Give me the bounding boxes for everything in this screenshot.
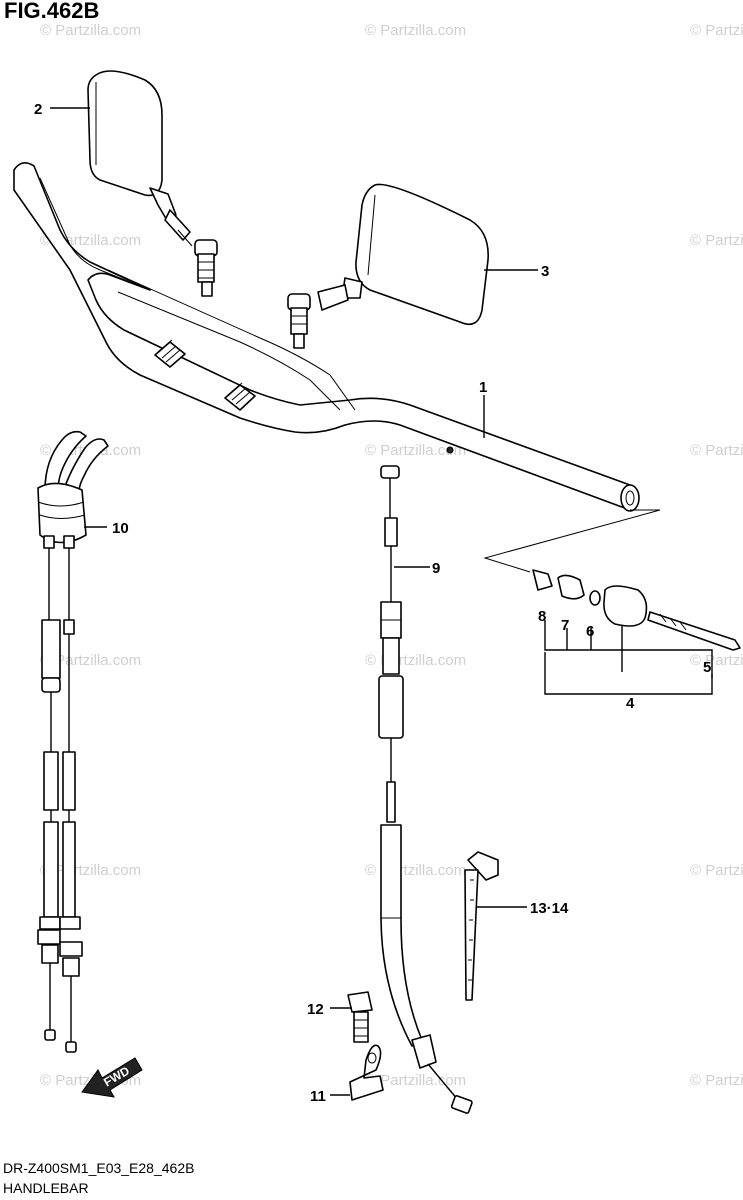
watermark: © Partzilla.com	[690, 442, 743, 459]
callout-12: 12	[307, 1001, 324, 1018]
callout-4: 4	[626, 695, 635, 712]
watermark: © Partzilla.com	[690, 22, 743, 39]
bar-end-assembly[interactable]	[483, 509, 741, 651]
watermark: © Partzilla.com	[365, 22, 466, 39]
callout-1: 1	[479, 379, 487, 396]
figure-title: FIG.462B	[4, 0, 100, 23]
bar-end-nut	[532, 569, 553, 591]
callout-2: 2	[34, 101, 42, 118]
watermark: © Partzilla.com	[365, 442, 466, 459]
mirror-right[interactable]	[287, 183, 489, 349]
callout-11: 11	[310, 1088, 326, 1105]
leader-lines	[50, 107, 713, 1096]
bar-end-spacer	[557, 574, 585, 600]
cable-center[interactable]	[378, 465, 473, 1114]
callout-8: 8	[538, 608, 546, 625]
section-title: HANDLEBAR	[3, 1180, 89, 1196]
clamp-bolt[interactable]	[347, 991, 373, 1043]
callout-3: 3	[541, 263, 549, 280]
callouts: 2 3 1 10 9 8 7 6 5 4 13·14 12 11	[34, 101, 711, 1105]
cable-clamp[interactable]	[349, 1044, 384, 1101]
bar-end-weight	[603, 585, 648, 627]
callout-13-14: 13·14	[530, 900, 569, 917]
watermark: © Partzilla.com	[365, 862, 466, 879]
watermark: © Partzilla.com	[365, 1072, 466, 1089]
watermark: © Partzilla.com	[690, 1072, 743, 1089]
mirror-left[interactable]	[87, 70, 218, 297]
cable-double-left[interactable]	[37, 430, 109, 1053]
callout-9: 9	[432, 560, 440, 577]
cable-tie[interactable]	[464, 851, 499, 1001]
callout-6: 6	[586, 623, 594, 640]
callout-5: 5	[703, 659, 711, 676]
diagram-code: DR-Z400SM1_E03_E28_462B	[3, 1160, 195, 1176]
watermark: © Partzilla.com	[690, 652, 743, 669]
watermark: © Partzilla.com	[40, 652, 141, 669]
watermark: © Partzilla.com	[365, 652, 466, 669]
watermark: © Partzilla.com	[690, 862, 743, 879]
watermark: © Partzilla.com	[40, 22, 141, 39]
callout-7: 7	[561, 617, 569, 634]
handlebar[interactable]	[13, 162, 640, 512]
bar-end-screw	[647, 611, 741, 651]
callout-10: 10	[112, 520, 129, 537]
watermark: © Partzilla.com	[690, 232, 743, 249]
bar-end-washer	[589, 590, 601, 606]
